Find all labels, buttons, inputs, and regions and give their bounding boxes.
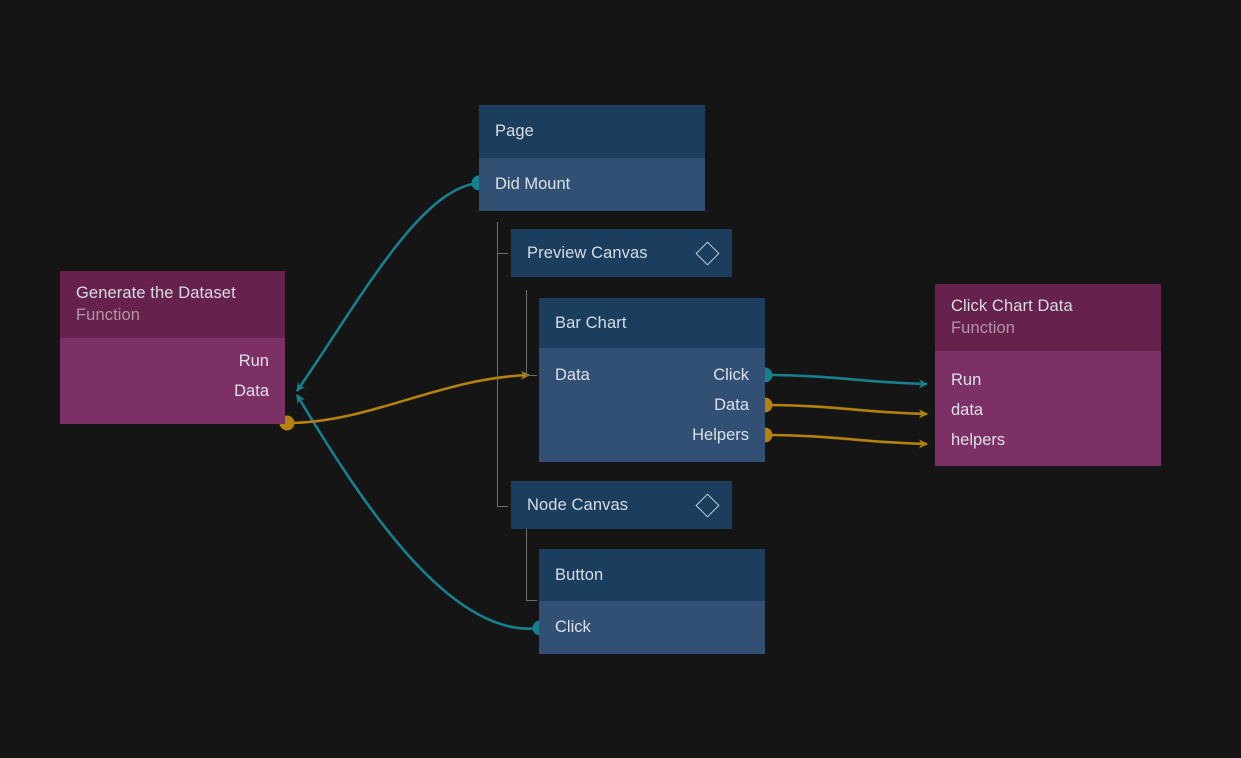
port-page-did-mount[interactable]: Did Mount	[479, 169, 705, 199]
port-click-chart-helpers[interactable]: helpers	[935, 425, 1161, 455]
tree-tick-node-canvas	[497, 506, 508, 507]
tree-tick-button	[526, 600, 537, 601]
node-body-click-chart-data: Run data helpers	[935, 351, 1161, 466]
node-bar-chart[interactable]: Bar Chart Click Data Helpers Data	[539, 298, 765, 462]
edge-page-didmount-to-generate-run	[295, 181, 480, 392]
node-title-node-canvas: Node Canvas	[527, 495, 629, 514]
node-header-generate-the-dataset[interactable]: Generate the Dataset Function	[60, 271, 285, 338]
edge-barchart-helpers-to-clickchart-helpers	[765, 433, 928, 449]
port-label-bar-chart-helpers: Helpers	[692, 426, 749, 444]
node-header-page[interactable]: Page	[479, 105, 705, 158]
port-label-bar-chart-data-in: Data	[555, 366, 590, 384]
node-header-preview-canvas[interactable]: Preview Canvas	[511, 229, 732, 277]
node-title-preview-canvas: Preview Canvas	[527, 243, 648, 262]
port-label-bar-chart-data-out: Data	[714, 396, 749, 414]
node-header-click-chart-data[interactable]: Click Chart Data Function	[935, 284, 1161, 351]
port-label-generate-data: Data	[234, 382, 269, 400]
tree-tick-bar-chart	[526, 375, 537, 376]
node-body-bar-chart: Click Data Helpers Data	[539, 348, 765, 462]
port-button-click[interactable]: Click	[539, 612, 765, 642]
port-bar-chart-data-in[interactable]: Data	[539, 360, 765, 390]
port-label-click-chart-helpers: helpers	[951, 431, 1006, 449]
node-click-chart-data[interactable]: Click Chart Data Function Run data helpe…	[935, 284, 1161, 466]
edge-barchart-click-to-clickchart-run	[765, 373, 928, 389]
port-click-chart-data[interactable]: data	[935, 395, 1161, 425]
tree-tick-preview-canvas	[497, 253, 508, 254]
diamond-icon	[695, 492, 720, 518]
edge-barchart-data-to-clickchart-data	[765, 403, 928, 419]
node-body-page: Did Mount	[479, 158, 705, 211]
node-subtitle-generate-the-dataset: Function	[76, 306, 141, 324]
edge-button-click-to-generate-run	[295, 394, 541, 630]
tree-line-nodecanvas-children	[526, 528, 527, 601]
port-generate-data[interactable]: Data	[60, 376, 285, 406]
node-preview-canvas[interactable]: Preview Canvas	[511, 229, 732, 277]
node-header-node-canvas[interactable]: Node Canvas	[511, 481, 732, 529]
node-header-bar-chart[interactable]: Bar Chart	[539, 298, 765, 348]
port-generate-run[interactable]: Run	[60, 346, 285, 376]
node-header-button[interactable]: Button	[539, 549, 765, 601]
port-bar-chart-data-out[interactable]: Data	[539, 390, 765, 420]
port-bar-chart-helpers[interactable]: Helpers	[539, 420, 765, 450]
node-body-button: Click	[539, 601, 765, 654]
port-label-click-chart-run: Run	[951, 371, 982, 389]
node-page[interactable]: Page Did Mount	[479, 105, 705, 211]
node-generate-the-dataset[interactable]: Generate the Dataset Function Run Data	[60, 271, 285, 424]
node-subtitle-click-chart-data: Function	[951, 319, 1016, 337]
tree-line-preview-children	[526, 290, 527, 376]
node-title-bar-chart: Bar Chart	[555, 313, 627, 332]
node-title-generate-the-dataset: Generate the Dataset	[76, 284, 236, 302]
port-label-generate-run: Run	[238, 352, 269, 370]
node-button[interactable]: Button Click	[539, 549, 765, 654]
edge-generate-data-to-barchart-data	[286, 370, 530, 425]
tree-line-page-children	[497, 222, 498, 507]
port-label-bar-chart-click: Click	[713, 366, 749, 384]
node-title-button: Button	[555, 565, 604, 584]
port-label-page-did-mount: Did Mount	[495, 175, 571, 193]
diamond-icon	[695, 240, 720, 266]
port-label-button-click: Click	[555, 618, 591, 636]
node-node-canvas[interactable]: Node Canvas	[511, 481, 732, 529]
port-bar-chart-click[interactable]: Click	[539, 360, 765, 390]
port-label-click-chart-data: data	[951, 401, 984, 419]
node-body-generate-the-dataset: Run Data	[60, 338, 285, 424]
node-title-page: Page	[495, 122, 534, 140]
node-title-click-chart-data: Click Chart Data	[951, 297, 1073, 315]
port-click-chart-run[interactable]: Run	[935, 365, 1161, 395]
